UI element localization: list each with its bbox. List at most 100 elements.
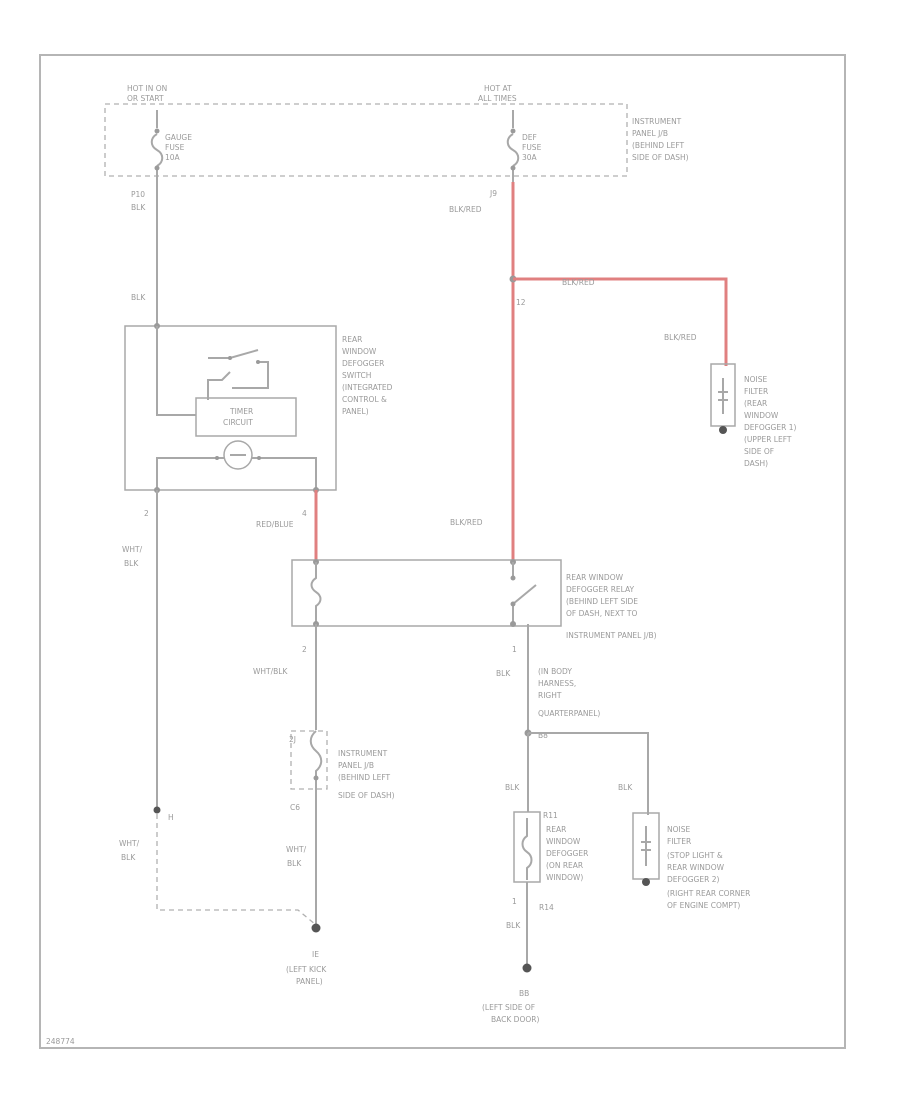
gauge-fuse-label: GAUGE [165,133,192,142]
noise-filter-1-ground [719,426,727,434]
lamp-node-left [215,456,219,460]
relay-label: REAR WINDOW [566,573,624,582]
wire-branch-to-noise-filter-1 [513,277,728,366]
noise-filter-2-element [641,826,651,866]
connector-h-label: H [168,813,174,822]
noise-filter-2-label: NOISE [667,825,690,834]
ipjb-top-label-4: SIDE OF DASH) [632,153,689,162]
wire-wht-blk-label-1b: BLK [124,559,139,568]
wire-blk-label-3: BLK [496,669,511,678]
conn-j9-label: J9 [489,189,497,198]
defogger-label: REAR [546,825,566,834]
lamp-node-right [257,456,261,460]
noise-filter-1-label-7: SIDE OF [744,447,774,456]
ipjb-mid-label-4: SIDE OF DASH) [338,791,395,800]
timer-circuit-label-2: CIRCUIT [223,418,253,427]
wire-blk-red-label-1: BLK/RED [449,205,482,214]
ipjb-mid-pin-b: C6 [290,803,300,812]
ground-bb-icon [522,963,532,973]
relay-pin-2-label: 2 [302,645,307,654]
hot-run-start-label: HOT IN ON [127,84,167,93]
timer-circuit-label: TIMER [229,407,253,416]
wire-blk-label-5: BLK [618,783,633,792]
relay-contact-node-top [510,575,516,581]
ipjb-mid-box [290,730,328,790]
defogger-conn-bottom-label: R14 [539,903,554,912]
wire-blk-red-label-2: BLK/RED [562,278,595,287]
noise-filter-1-label: NOISE [744,375,767,384]
wire-blk-label-1: BLK [131,203,146,212]
conn-p10-label: P10 [131,190,145,199]
diagram-footer-id: 248774 [46,1037,75,1046]
ipjb-mid-node [313,775,319,781]
noise-filter-1-label-3: (REAR [744,399,767,408]
switch-label: REAR [342,335,362,344]
def-fuse-label: DEF [522,133,537,142]
wire-wht-blk-label-1a: WHT/ [122,545,143,554]
hot-all-times-label: HOT AT [484,84,512,93]
instrument-panel-jb-top-box [104,103,628,177]
wire-wht-blk-label-3b: BLK [121,853,136,862]
wire-wht-blk-label-4b: BLK [287,859,302,868]
switch-pin-2-label: 2 [144,509,149,518]
noise-filter-1-label-6: (UPPER LEFT [744,435,792,444]
ground-bb-label: BB [519,989,529,998]
ground-bb-label-2: (LEFT SIDE OF [482,1003,535,1012]
relay-label-2: DEFOGGER RELAY [566,585,635,594]
noise-filter-2-label-2: FILTER [667,837,691,846]
gauge-fuse-label-2: FUSE [165,143,185,152]
ground-ie-label-3: PANEL) [296,977,323,986]
relay-output-right-node [510,621,516,627]
noise-filter-1-label-8: DASH) [744,459,768,468]
defogger-switch-box [124,325,337,491]
ground-ie-label: IE [312,950,319,959]
def-fuse-rating: 30A [522,153,538,162]
gauge-fuse-symbol [150,110,164,182]
relay-contact [512,562,537,624]
ipjb-top-label-2: PANEL J/B [632,129,668,138]
gauge-fuse-rating: 10A [165,153,181,162]
ground-bb-label-3: BACK DOOR) [491,1015,539,1024]
indicator-lamp-icon [223,440,253,470]
diagram-frame [39,54,846,1049]
noise-filter-2-label-6: (RIGHT REAR CORNER [667,889,750,898]
defogger-pin-label: 1 [512,897,517,906]
relay-label-5: INSTRUMENT PANEL J/B) [566,631,657,640]
wire-h-to-ground-dashed [156,814,317,926]
relay-contact-node-arm [510,601,516,607]
timer-circuit-box [195,397,297,437]
ground-ie-label-2: (LEFT KICK [286,965,327,974]
defogger-relay-box [291,559,562,627]
ipjb-top-label-3: (BEHIND LEFT [632,141,685,150]
gauge-fuse-node-top [154,128,160,134]
switch-label-6: CONTROL & [342,395,387,404]
defogger-label-5: WINDOW) [546,873,583,882]
switch-label-7: PANEL) [342,407,369,416]
rear-defogger-element [521,818,533,880]
defogger-label-2: WINDOW [546,837,581,846]
ground-ie-icon [311,923,321,933]
connector-h-node [153,806,161,814]
ipjb-mid-pin-a: 2J [289,735,296,744]
defogger-label-4: (ON REAR [546,861,583,870]
relay-label-3: (BEHIND LEFT SIDE [566,597,638,606]
noise-filter-2-label-4: REAR WINDOW [667,863,725,872]
switch-label-4: SWITCH [342,371,371,380]
noise-filter-1-label-2: FILTER [744,387,768,396]
wire-wht-blk-label-2: WHT/BLK [253,667,288,676]
def-fuse-node-top [510,128,516,134]
hot-run-start-label-2: OR START [127,94,164,103]
noise-filter-2-label-5: DEFOGGER 2) [667,875,719,884]
def-fuse-node-bottom [510,165,516,171]
ipjb-mid-label-2: PANEL J/B [338,761,374,770]
wire-blk-red-label-3: BLK/RED [664,333,697,342]
switch-contact-wire [208,349,269,389]
switch-label-3: DEFOGGER [342,359,384,368]
wire-blk-label-2: BLK [131,293,146,302]
harness-label-3: RIGHT [538,691,562,700]
relay-label-4: OF DASH, NEXT TO [566,609,637,618]
wire-blk-red-label-4: BLK/RED [450,518,483,527]
switch-contact-node-2 [256,360,260,364]
ipjb-mid-label-3: (BEHIND LEFT [338,773,391,782]
